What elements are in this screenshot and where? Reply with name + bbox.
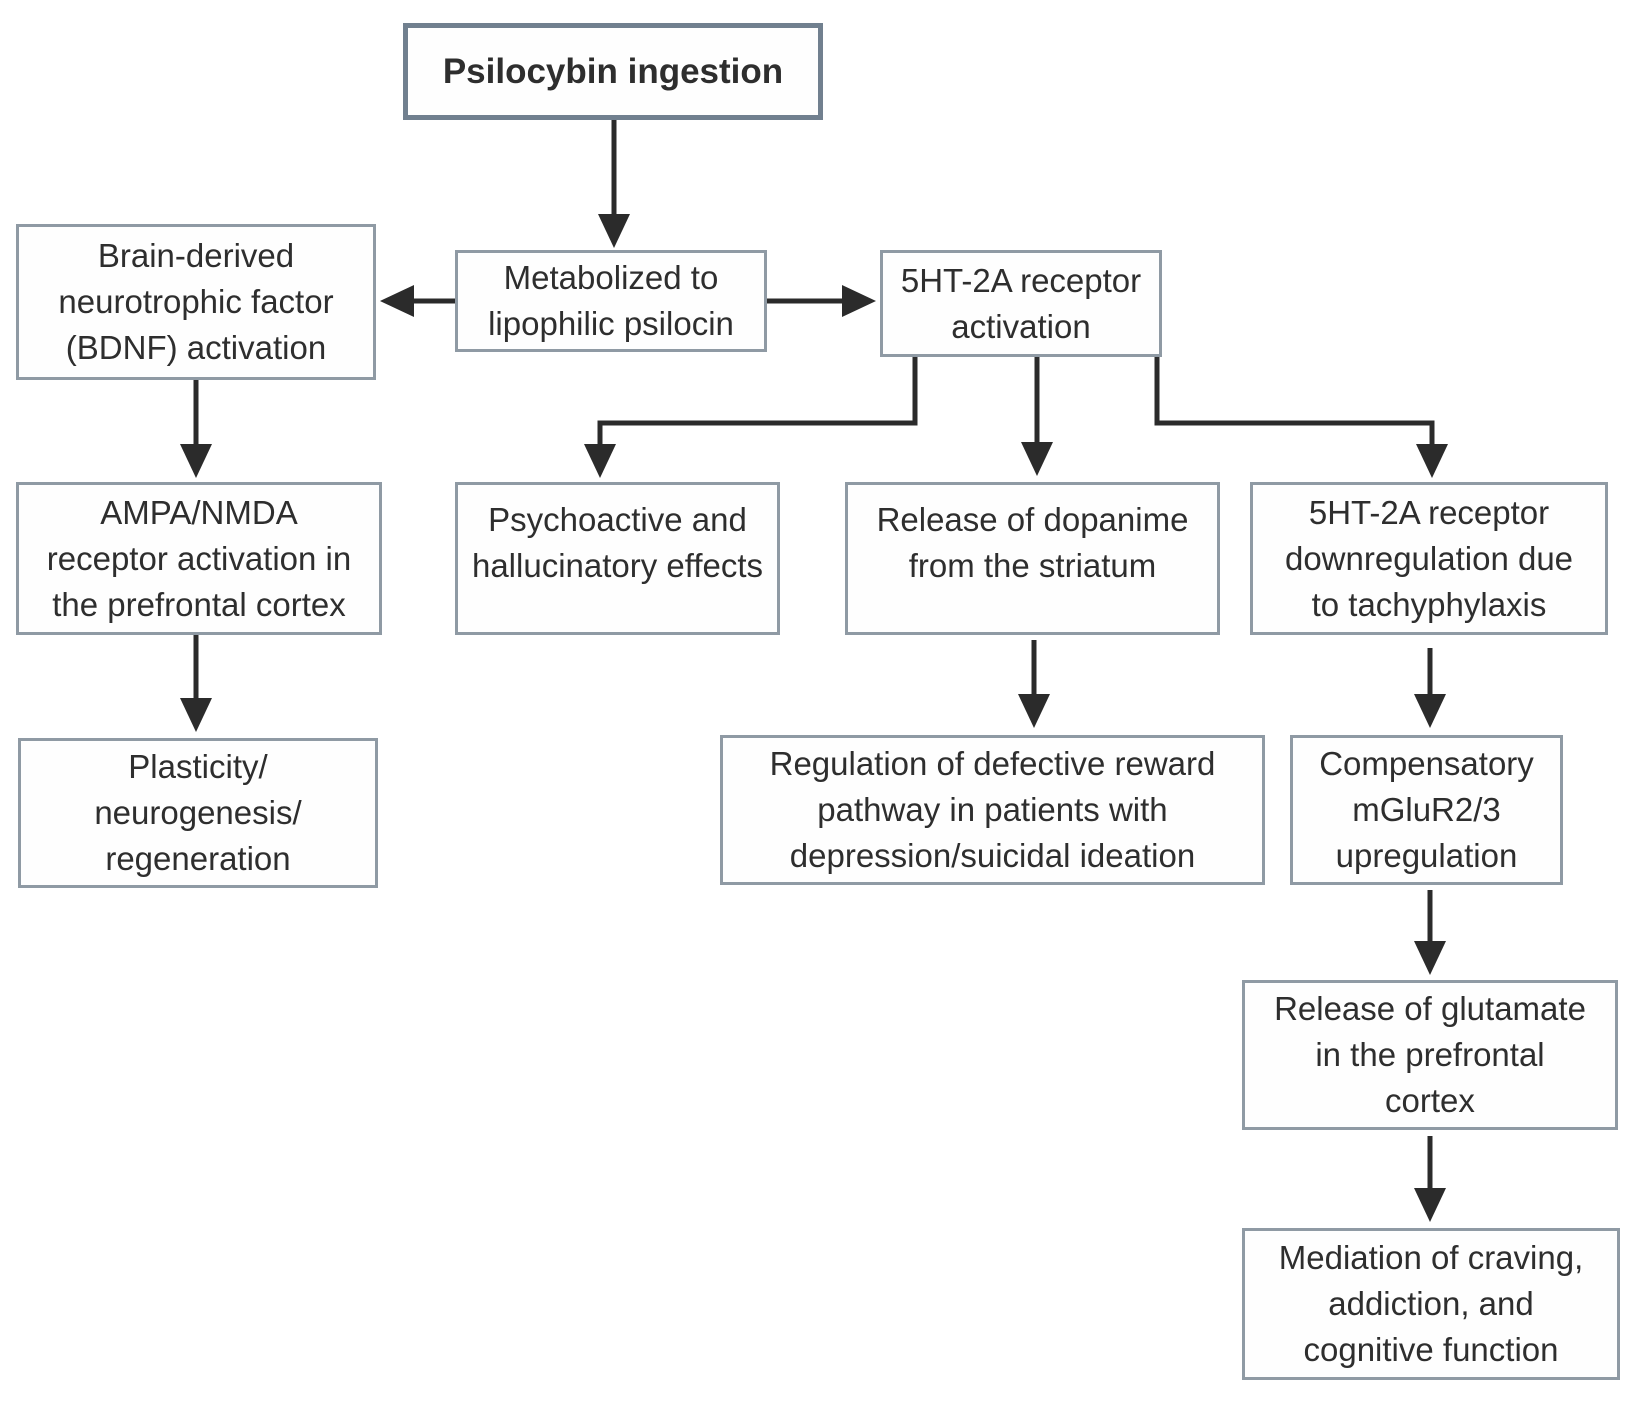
node-compensatory-mglur-upregulation: Compensatory mGluR2/3 upregulation [1290, 735, 1563, 885]
node-psilocybin-ingestion: Psilocybin ingestion [403, 23, 823, 120]
node-glutamate-release: Release of glutamate in the prefrontal c… [1242, 980, 1618, 1130]
node-5ht2a-downregulation: 5HT-2A receptor downregulation due to ta… [1250, 482, 1608, 635]
node-psychoactive-effects: Psychoactive and hallucinatory effects [455, 482, 780, 635]
node-label: 5HT-2A receptor downregulation due to ta… [1284, 493, 1574, 623]
node-label: Release of dopanime from the striatum [876, 501, 1189, 584]
node-5ht2a-activation: 5HT-2A receptor activation [880, 250, 1162, 357]
node-label: Compensatory mGluR2/3 upregulation [1319, 745, 1534, 874]
arrow-bdnf-to-ampa [180, 380, 212, 478]
arrow-activation-to-psychoactive [584, 357, 918, 478]
node-ampa-nmda-activation: AMPA/NMDA receptor activation in the pre… [16, 482, 382, 635]
node-label: Brain-derived neurotrophic factor (BDNF)… [58, 237, 334, 366]
node-bdnf-activation: Brain-derived neurotrophic factor (BDNF)… [16, 224, 376, 380]
node-label: Plasticity/ neurogenesis/ regeneration [94, 748, 302, 877]
arrow-metabolized-to-activation [767, 285, 876, 317]
node-label: AMPA/NMDA receptor activation in the pre… [46, 493, 352, 623]
arrow-psilocybin-to-metabolized [598, 120, 630, 248]
arrow-activation-to-dopamine [1021, 357, 1053, 476]
node-label: Psychoactive and hallucinatory effects [471, 501, 764, 584]
arrow-downregulation-to-compensatory [1414, 648, 1446, 728]
node-dopamine-release: Release of dopanime from the striatum [845, 482, 1220, 635]
node-plasticity-neurogenesis: Plasticity/ neurogenesis/ regeneration [18, 738, 378, 888]
arrow-ampa-to-plasticity [180, 635, 212, 732]
node-label: Metabolized to lipophilic psilocin [488, 259, 734, 342]
arrow-compensatory-to-glutamate [1414, 890, 1446, 975]
node-label: Regulation of defective reward pathway i… [769, 745, 1216, 874]
arrow-dopamine-to-regulation [1018, 640, 1050, 728]
node-label: Psilocybin ingestion [442, 51, 784, 91]
node-label: Release of glutamate in the prefrontal c… [1274, 990, 1586, 1119]
node-label: 5HT-2A receptor activation [900, 261, 1142, 345]
node-reward-pathway-regulation: Regulation of defective reward pathway i… [720, 735, 1265, 885]
arrow-metabolized-to-bdnf [380, 285, 455, 317]
arrow-activation-to-downregulation [1154, 357, 1448, 478]
node-label: Mediation of craving, addiction, and cog… [1278, 1239, 1584, 1368]
node-metabolized-psilocin: Metabolized to lipophilic psilocin [455, 250, 767, 352]
node-craving-mediation: Mediation of craving, addiction, and cog… [1242, 1228, 1620, 1380]
arrow-glutamate-to-mediation [1414, 1136, 1446, 1222]
